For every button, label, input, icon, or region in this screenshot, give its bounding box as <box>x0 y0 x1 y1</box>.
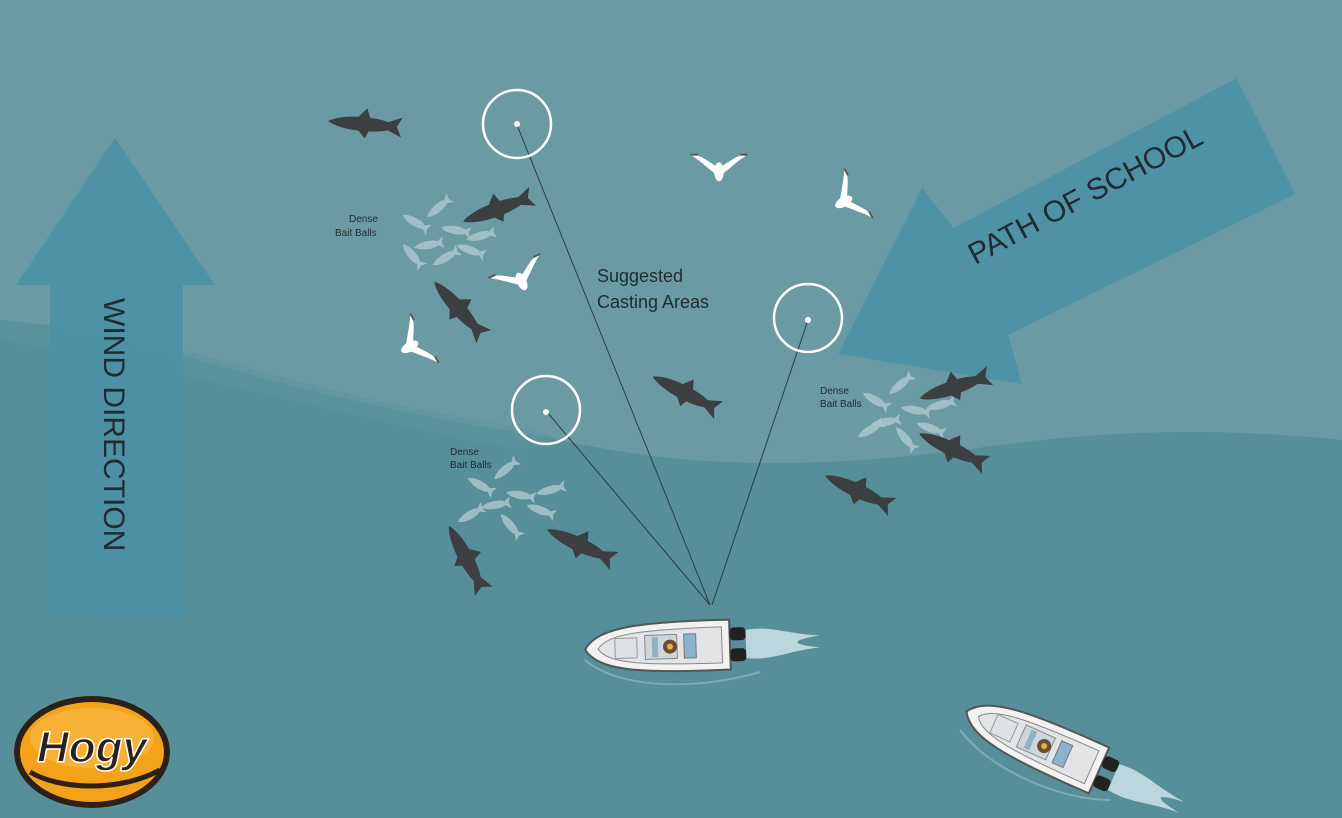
bait-ball-label-line2: Bait Balls <box>820 399 862 410</box>
logo-wordmark: Hogy <box>37 723 150 772</box>
casting-lines <box>516 124 809 606</box>
boat <box>955 687 1193 818</box>
bait-ball-label: Dense Bait Balls <box>335 214 381 239</box>
casting-areas-label: Suggested Casting Areas <box>597 266 709 312</box>
casting-target <box>481 88 553 160</box>
casting-target <box>772 282 844 354</box>
casting-areas-line2: Casting Areas <box>597 292 709 312</box>
casting-target <box>510 374 582 446</box>
bait-ball-label-line1: Dense <box>450 447 479 458</box>
wind-direction-arrow <box>16 138 215 618</box>
casting-areas-line1: Suggested <box>597 266 683 286</box>
wind-direction-label: WIND DIRECTION <box>97 298 130 551</box>
bait-ball-label-line1: Dense <box>349 214 378 225</box>
deep-water <box>0 320 1342 818</box>
bait-ball-label-line1: Dense <box>820 386 849 397</box>
path-of-school-arrow <box>838 78 1296 384</box>
bait-ball-label: Dense Bait Balls <box>450 447 492 471</box>
bait-ball-label-line2: Bait Balls <box>335 228 377 239</box>
bait-ball-label: Dense Bait Balls <box>820 386 862 410</box>
hogy-logo: Hogy <box>14 696 170 808</box>
boat <box>583 615 822 686</box>
bait-ball-label-line2: Bait Balls <box>450 460 492 471</box>
